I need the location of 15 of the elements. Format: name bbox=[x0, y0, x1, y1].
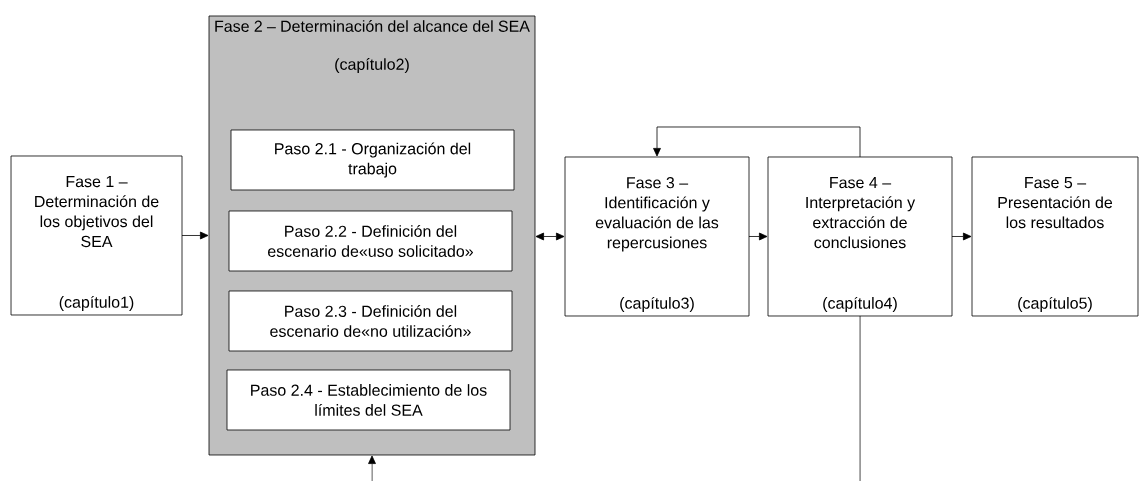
phase-box: Fase 1 – Determinación de los objetivos del SEA (capítulo1) bbox=[10, 155, 183, 316]
step-box: Paso 2.4 - Establecimiento de los límites del SEA bbox=[226, 369, 511, 431]
step-box: Paso 2.1 - Organización del trabajo bbox=[230, 129, 515, 191]
arrow bbox=[951, 232, 972, 241]
step-box: Paso 2.3 - Definición del escenario de«no utilización» bbox=[228, 290, 513, 352]
phase-box: Fase 3 – Identificación y evaluación de las repercusiones (capítulo3) bbox=[564, 156, 750, 317]
connector-line bbox=[859, 315, 861, 481]
arrow bbox=[368, 455, 376, 481]
arrow bbox=[653, 126, 861, 158]
phase-box: Fase 4 – Interpretación y extracción de conclusiones (capítulo4) bbox=[767, 156, 953, 317]
step-box: Paso 2.2 - Definición del escenario de«uso solicitado» bbox=[228, 210, 513, 272]
arrow bbox=[748, 232, 768, 241]
phase-box: Fase 5 – Presentación de los resultados (capítulo5) bbox=[971, 156, 1139, 317]
arrow bbox=[535, 232, 565, 241]
arrow bbox=[181, 231, 209, 240]
